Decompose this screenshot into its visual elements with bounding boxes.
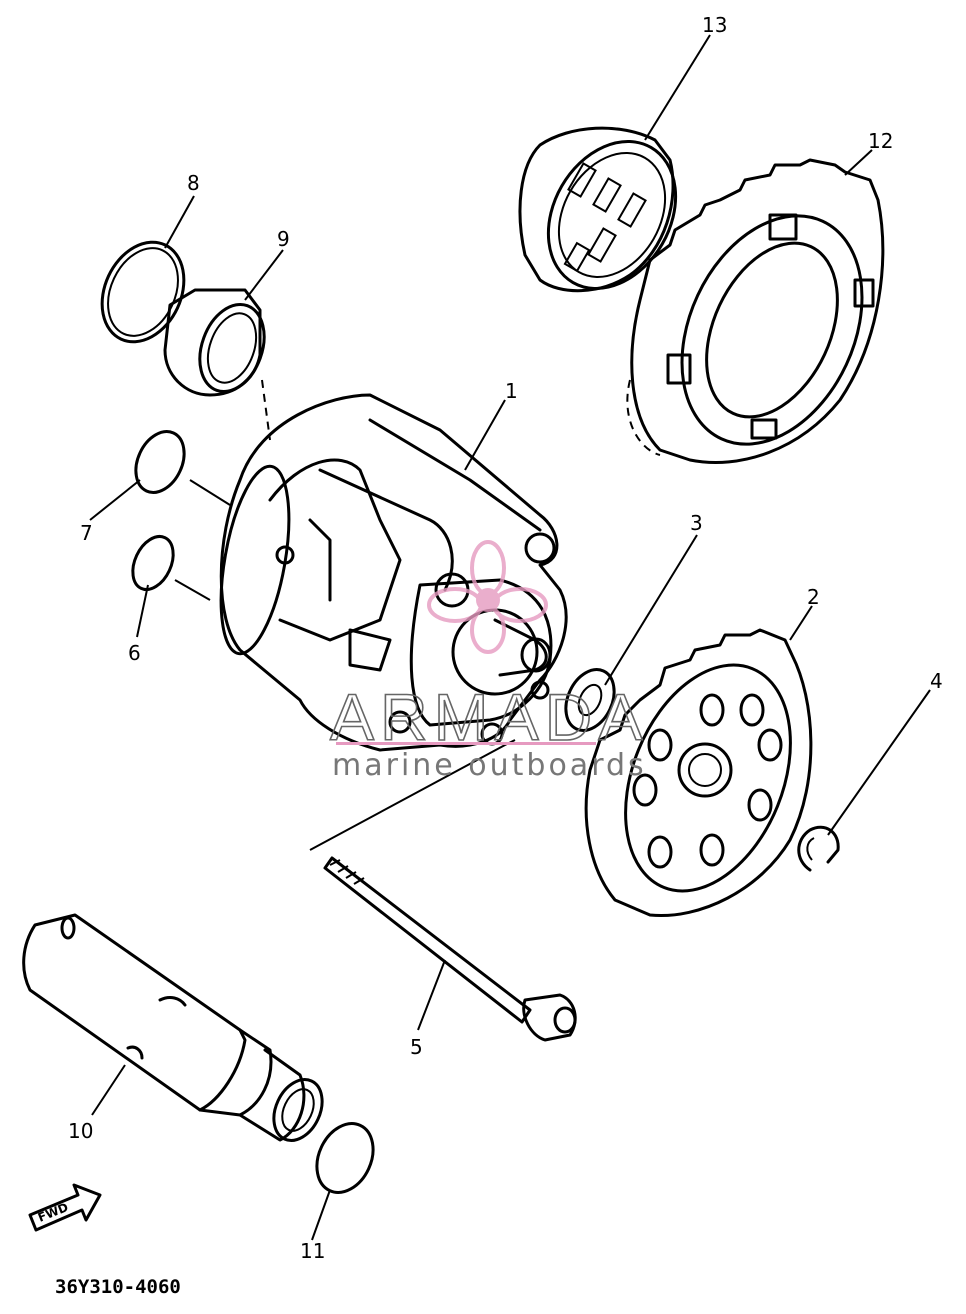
- callout-1: 1: [505, 379, 518, 403]
- part-3-washer: [564, 668, 616, 732]
- part-4-circlip: [797, 825, 840, 872]
- part-10-shaft: [22, 913, 324, 1142]
- callout-4: 4: [930, 669, 943, 693]
- watermark-underline: [336, 742, 596, 745]
- part-9-bushing: [163, 288, 266, 397]
- fwd-arrow: FWD: [28, 1183, 102, 1232]
- callout-11: 11: [300, 1239, 325, 1263]
- part-7-o-ring: [134, 430, 186, 494]
- callout-8: 8: [187, 171, 200, 195]
- callout-9: 9: [277, 227, 290, 251]
- callout-labels: 1 2 3 4 5 6 7 8 9 10 11 12 13: [68, 13, 943, 1263]
- part-12-ring-gear: [626, 158, 885, 464]
- part-6-o-ring: [131, 535, 175, 591]
- callout-3: 3: [690, 511, 703, 535]
- watermark: ARMADA marine outboards: [329, 540, 647, 783]
- callout-13: 13: [702, 13, 727, 37]
- watermark-logo-icon: [427, 540, 548, 654]
- part-5-bolt: [323, 856, 577, 1042]
- watermark-tagline: marine outboards: [332, 748, 647, 783]
- callout-5: 5: [410, 1035, 423, 1059]
- drawing-code: 36Y310-4060: [55, 1276, 181, 1298]
- part-11-o-ring: [315, 1122, 375, 1194]
- part-13-needle-bearing: [518, 126, 678, 293]
- callout-12: 12: [868, 129, 893, 153]
- callout-6: 6: [128, 641, 141, 665]
- callout-7: 7: [80, 521, 93, 545]
- callout-10: 10: [68, 1119, 93, 1143]
- callout-2: 2: [807, 585, 820, 609]
- part-2-driven-gear: [584, 628, 813, 918]
- part-8-o-ring: [100, 240, 186, 344]
